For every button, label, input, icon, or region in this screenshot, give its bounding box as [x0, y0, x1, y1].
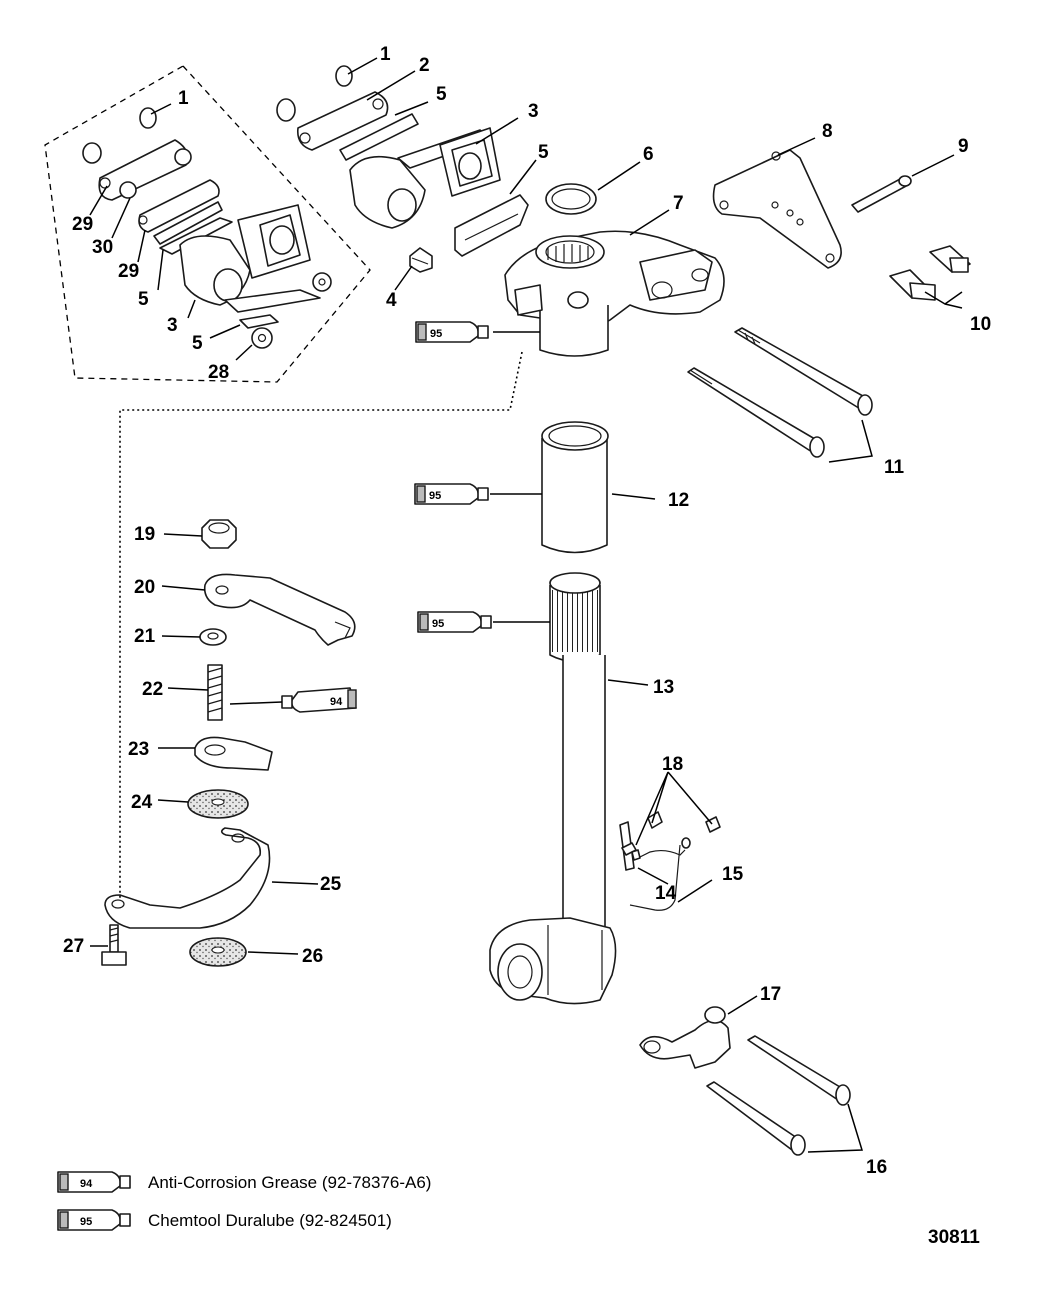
legend-label-94: Anti-Corrosion Grease (92-78376-A6) [148, 1173, 431, 1192]
callout-2: 2 [419, 55, 430, 76]
callout-24: 24 [131, 792, 153, 813]
diagram-reference-number: 30811 [928, 1227, 980, 1248]
stud-22 [207, 664, 223, 721]
callout-17: 17 [760, 984, 781, 1005]
tube-label-95-c: 95 [432, 618, 444, 630]
callout-29-lower: 29 [118, 261, 139, 282]
grease-tube-95-c: 95 [417, 611, 492, 633]
callout-29-upper: 29 [72, 214, 93, 235]
callout-13: 13 [653, 677, 674, 698]
grease-tube-95-b: 95 [414, 483, 489, 505]
screw-4 [409, 247, 433, 273]
callout-18: 18 [662, 754, 683, 775]
nut-19 [201, 519, 237, 549]
callout-5-right: 5 [538, 142, 549, 163]
callout-28: 28 [208, 362, 229, 383]
callout-7: 7 [673, 193, 684, 214]
legend: 94 Anti-Corrosion Grease (92-78376-A6) 9… [57, 1171, 431, 1231]
callout-3-top: 3 [528, 101, 539, 122]
washer-21 [199, 628, 227, 646]
legend-tube-94: 94 [57, 1171, 131, 1193]
legend-code-94: 94 [80, 1178, 93, 1190]
callout-6: 6 [643, 144, 654, 165]
swivel-head-7 [504, 230, 725, 357]
tube-label-95-a: 95 [430, 328, 442, 340]
callout-1-top: 1 [380, 44, 391, 65]
alternate-assembly-outline [44, 65, 371, 383]
arm-25 [104, 827, 271, 929]
disk-26 [189, 937, 247, 967]
callout-19: 19 [134, 524, 155, 545]
callout-14: 14 [655, 883, 677, 904]
leader-lines [89, 57, 963, 1153]
screws-18 [621, 811, 721, 861]
upper-link-assembly [276, 65, 501, 229]
bolts-16 [706, 1035, 851, 1156]
o-ring-6 [545, 183, 597, 215]
clamp-17 [639, 1006, 731, 1069]
bolt-27 [101, 924, 127, 966]
callout-11: 11 [884, 457, 905, 478]
plate-23 [194, 736, 273, 771]
callout-10: 10 [970, 314, 991, 335]
callout-4: 4 [386, 290, 397, 311]
callout-5-left-upper: 5 [138, 289, 149, 310]
legend-tube-95: 95 [57, 1209, 131, 1231]
alternate-link-assembly [82, 107, 332, 349]
tube-label-94: 94 [330, 696, 343, 708]
callout-25: 25 [320, 874, 342, 895]
callout-26: 26 [302, 946, 323, 967]
bushing-12 [541, 421, 609, 554]
callout-8: 8 [822, 121, 833, 142]
legend-code-95: 95 [80, 1216, 92, 1228]
callout-23: 23 [128, 739, 149, 760]
callout-22: 22 [142, 679, 163, 700]
callout-numbers: 1 2 5 3 1 5 6 7 8 9 29 30 29 5 3 5 28 4 … [63, 44, 991, 1178]
callout-16: 16 [866, 1157, 887, 1178]
callout-30: 30 [92, 237, 113, 258]
callout-3-left: 3 [167, 315, 178, 336]
lever-20 [203, 573, 356, 646]
callout-27: 27 [63, 936, 84, 957]
callout-21: 21 [134, 626, 156, 647]
callout-5-top: 5 [436, 84, 447, 105]
callout-20: 20 [134, 577, 155, 598]
bracket-8 [712, 149, 842, 269]
callout-1-left: 1 [178, 88, 189, 109]
legend-label-95: Chemtool Duralube (92-824501) [148, 1211, 392, 1230]
callout-9: 9 [958, 136, 969, 157]
callout-12: 12 [668, 490, 689, 511]
long-bolts-11 [687, 327, 873, 458]
tube-label-95-b: 95 [429, 490, 441, 502]
pin-9 [851, 175, 912, 213]
callout-15: 15 [722, 864, 744, 885]
grease-tube-94: 94 [281, 687, 357, 713]
grease-tube-95-a: 95 [415, 321, 489, 343]
callout-5-left-lower: 5 [192, 333, 203, 354]
strap-5-right [454, 194, 529, 257]
bolts-10 [889, 245, 971, 301]
disk-24 [187, 789, 249, 819]
swivel-tube-13 [489, 572, 617, 1005]
